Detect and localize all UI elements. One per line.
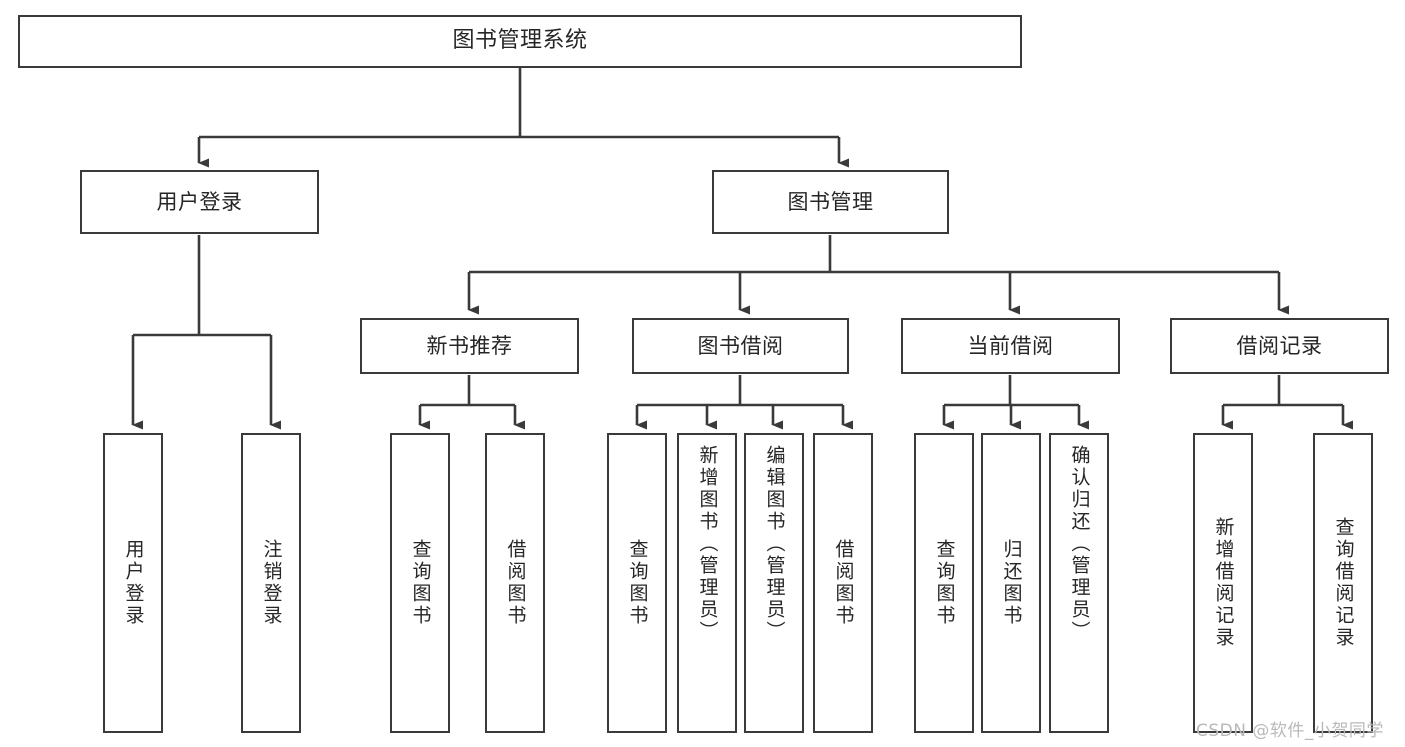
node-label: 图书管理 — [787, 189, 874, 214]
leaf-borrow-record-add[interactable]: 新增借阅记录 — [1193, 433, 1253, 733]
node-label: 查询图书 — [626, 539, 649, 627]
node-label: 用户登录 — [122, 539, 145, 627]
node-user-login[interactable]: 用户登录 — [80, 170, 319, 234]
node-label: 用户登录 — [156, 189, 243, 214]
node-current-borrow[interactable]: 当前借阅 — [901, 318, 1120, 374]
leaf-book-borrow-borrow[interactable]: 借阅图书 — [813, 433, 873, 733]
leaf-new-book-query[interactable]: 查询图书 — [390, 433, 450, 733]
node-label: 图书借阅 — [697, 333, 784, 358]
leaf-user-login-logout[interactable]: 注销登录 — [241, 433, 301, 733]
node-label: 当前借阅 — [967, 333, 1054, 358]
node-label: 新书推荐 — [426, 333, 513, 358]
leaf-borrow-record-query[interactable]: 查询借阅记录 — [1313, 433, 1373, 733]
leaf-current-borrow-confirm-return[interactable]: 确认归还（管理员） — [1049, 433, 1109, 733]
leaf-book-borrow-edit[interactable]: 编辑图书（管理员） — [744, 433, 804, 733]
node-label: 编辑图书（管理员） — [763, 445, 786, 643]
leaf-book-borrow-add[interactable]: 新增图书（管理员） — [677, 433, 737, 733]
leaf-book-borrow-query[interactable]: 查询图书 — [607, 433, 667, 733]
node-borrow-record[interactable]: 借阅记录 — [1170, 318, 1389, 374]
node-book-borrow[interactable]: 图书借阅 — [632, 318, 849, 374]
node-label: 新增借阅记录 — [1212, 517, 1235, 649]
node-label: 确认归还（管理员） — [1068, 445, 1091, 643]
leaf-new-book-borrow[interactable]: 借阅图书 — [485, 433, 545, 733]
node-label: 借阅图书 — [504, 539, 527, 627]
node-label: 归还图书 — [1000, 539, 1023, 627]
node-root-system[interactable]: 图书管理系统 — [18, 15, 1022, 68]
csdn-watermark: CSDN @软件_小贺同学 — [1196, 721, 1384, 741]
node-label: 注销登录 — [260, 539, 283, 627]
node-new-book-recommend[interactable]: 新书推荐 — [360, 318, 579, 374]
node-label: 借阅记录 — [1236, 333, 1323, 358]
node-label: 新增图书（管理员） — [696, 445, 719, 643]
node-label: 查询借阅记录 — [1332, 517, 1355, 649]
node-book-management[interactable]: 图书管理 — [712, 170, 949, 234]
leaf-user-login-login[interactable]: 用户登录 — [103, 433, 163, 733]
leaf-current-borrow-return[interactable]: 归还图书 — [981, 433, 1041, 733]
node-label: 借阅图书 — [832, 539, 855, 627]
leaf-current-borrow-query[interactable]: 查询图书 — [914, 433, 974, 733]
node-label: 图书管理系统 — [452, 28, 588, 54]
node-label: 查询图书 — [409, 539, 432, 627]
node-label: 查询图书 — [933, 539, 956, 627]
